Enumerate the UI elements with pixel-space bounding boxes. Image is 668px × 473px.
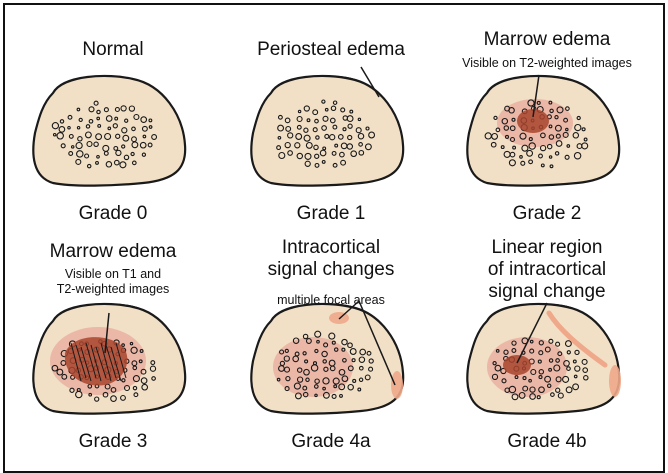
panel-grade-0: Normal Grade 0 xyxy=(8,5,218,230)
bone-cross-section-grade-3 xyxy=(13,273,213,423)
panel-grade-3: Marrow edema Visible on T1 and T2-weight… xyxy=(8,233,218,458)
grade-label: Grade 1 xyxy=(226,203,436,225)
panel-grade-1: Periosteal edema Grade 1 xyxy=(226,5,436,230)
panel-grade-4a: Intracortical signal changes multiple fo… xyxy=(226,233,436,458)
panel-grade-4b: Linear region of intracortical signal ch… xyxy=(442,233,652,458)
panel-grade-2: Marrow edema Visible on T2-weighted imag… xyxy=(442,5,652,230)
intracortical-focal-area xyxy=(609,365,621,397)
bone-cross-section-grade-2 xyxy=(447,45,647,195)
bone-cross-section-grade-4a xyxy=(231,273,431,423)
edema-focus xyxy=(503,355,531,375)
grade-label: Grade 4b xyxy=(442,431,652,453)
figure: Normal Grade 0 Periosteal edema Grade 1 … xyxy=(3,3,665,473)
grade-label: Grade 2 xyxy=(442,203,652,225)
bone-outline xyxy=(33,76,185,186)
grade-label: Grade 0 xyxy=(8,203,218,225)
bone-outline xyxy=(251,76,403,186)
bone-cross-section-grade-4b xyxy=(447,273,647,423)
bone-cross-section-grade-1 xyxy=(231,45,431,195)
intracortical-focal-area xyxy=(391,371,403,399)
grade-label: Grade 3 xyxy=(8,431,218,453)
grade-label: Grade 4a xyxy=(226,431,436,453)
bone-cross-section-grade-0 xyxy=(13,45,213,195)
panel-title: Marrow edema xyxy=(8,241,218,263)
